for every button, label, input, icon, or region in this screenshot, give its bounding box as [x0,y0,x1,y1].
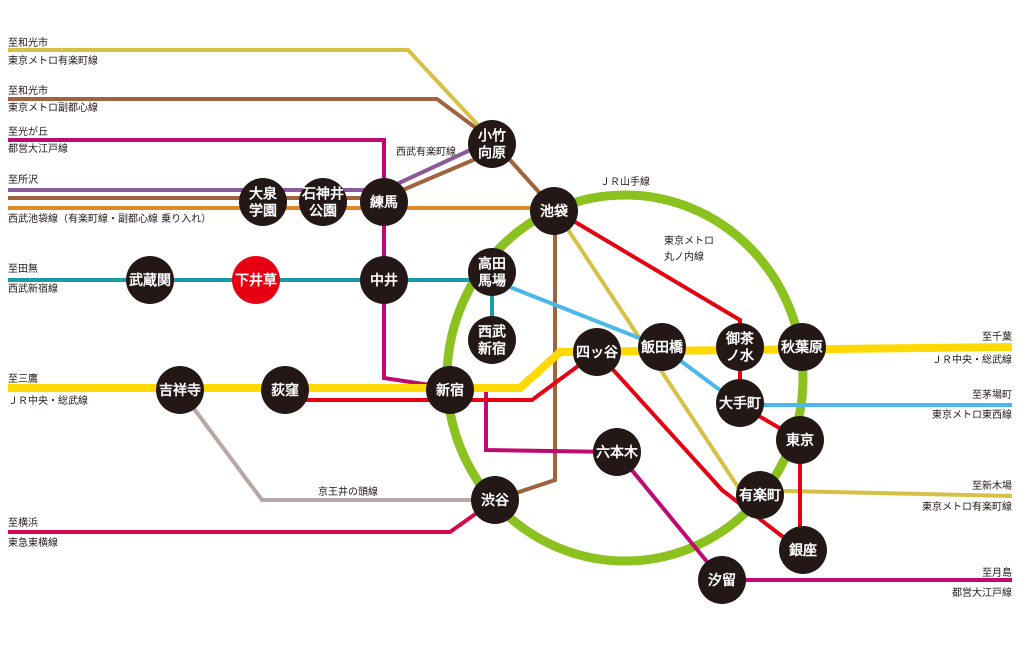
station-tokyo-label: 東京 [786,432,814,449]
station-ikebukuro-label: 池袋 [540,203,569,220]
station-shinjuku-marker[interactable] [426,366,474,414]
label-wakoshi2-to: 至和光市 [8,84,48,97]
label-tsukishima-to: 至月島 [982,566,1012,579]
station-shakujii-label: 石神井公園 [301,186,344,220]
station-ogikubo-label: 荻窪 [271,382,299,399]
station-shimoigusa-marker[interactable] [232,256,280,304]
station-kichijoji-label: 吉祥寺 [159,382,201,399]
station-shinjuku-label: 新宿 [436,382,464,399]
label-wakoshi2-line: 東京メトロ副都心線 [8,101,98,114]
station-ginza-marker[interactable] [779,526,827,574]
station-nerima-label: 練馬 [370,194,398,211]
station-otemachi-marker[interactable] [716,379,764,427]
station-yotsuya-marker[interactable] [573,328,621,376]
label-mitaka-to: 至三鷹 [8,372,38,385]
label-oedo-line-e: 都営大江戸線 [952,586,1012,599]
label-marunouchi-1: 東京メトロ [664,234,714,247]
label-wakoshi1-to: 至和光市 [8,36,48,49]
station-ochanomizu-label: 御茶ノ水 [725,331,755,365]
station-kichijoji-marker[interactable] [156,366,204,414]
station-iidabashi-marker[interactable] [638,323,686,371]
label-marunouchi-2: 丸ノ内線 [664,250,704,263]
station-kotake-label: 小竹向原 [478,128,506,162]
station-ginza-label: 銀座 [789,542,817,559]
station-yotsuya-label: 四ッ谷 [576,345,619,361]
station-akihabara-marker[interactable] [778,323,826,371]
station-musashiseki-marker[interactable] [126,256,174,304]
station-iidabashi-label: 飯田橋 [640,339,684,356]
label-yurakucho-line-e: 東京メトロ有楽町線 [922,500,1012,513]
station-nerima-marker[interactable] [360,178,408,226]
station-nakai-marker[interactable] [360,256,408,304]
station-nakai-label: 中井 [370,272,398,289]
station-shiodome-label: 汐留 [708,572,736,589]
station-ikebukuro-marker[interactable] [530,187,578,235]
label-shinkiba-to: 至新木場 [972,479,1012,492]
station-shiodome-marker[interactable] [698,556,746,604]
station-oizumi-label: 大泉学園 [249,186,278,220]
station-shakujii-marker[interactable] [299,178,347,226]
station-shibuya-label: 渋谷 [481,492,510,509]
station-ogikubo-marker[interactable] [261,366,309,414]
station-roppongi-label: 六本木 [596,444,639,461]
station-musashiseki-label: 武蔵関 [129,272,171,289]
line-tozai [491,278,1012,407]
line-fukutoshin [8,97,557,502]
station-roppongi-marker[interactable] [593,428,641,476]
label-seibu-shinjuku-line: 西武新宿線 [8,282,58,295]
station-yurakucho-marker[interactable] [736,471,784,519]
label-seibu-yurakucho-line: 西武有楽町線 [396,145,456,158]
station-yurakucho-label: 有楽町 [739,487,781,504]
label-wakoshi1-line: 東京メトロ有楽町線 [8,54,98,67]
station-takadanobaba-label: 高田馬場 [478,256,506,290]
station-ochanomizu-marker[interactable] [716,323,764,371]
label-yamanote-line: ＪＲ山手線 [600,175,650,188]
station-tokyo-marker[interactable] [776,416,824,464]
label-tozai-line: 東京メトロ東西線 [932,408,1012,421]
label-hikarigaoka-to: 至光が丘 [8,125,48,138]
label-hikarigaoka-line: 都営大江戸線 [8,142,68,155]
station-seibushinjuku-label: 西武新宿 [478,324,506,358]
label-tanashi-to: 至田無 [8,262,38,275]
label-yokohama-to: 至横浜 [8,516,38,529]
station-otemachi-label: 大手町 [719,395,761,412]
station-akihabara-label: 秋葉原 [781,339,823,356]
label-chiba-to: 至千葉 [982,330,1012,343]
line-toyoko [8,498,497,534]
station-kotake-marker[interactable] [468,120,516,168]
station-takadanobaba-marker[interactable] [468,248,516,296]
station-seibushinjuku-marker[interactable] [468,316,516,364]
label-toyoko-line: 東急東横線 [8,536,58,549]
label-chuo-sobu-w: ＪＲ中央・総武線 [8,394,88,407]
label-inokashira-line: 京王井の頭線 [318,485,378,498]
label-tokorozawa-to: 至所沢 [8,173,38,186]
label-seibu-ikebukuro-line: 西武池袋線（有楽町線・副都心線 乗り入れ） [8,212,211,225]
label-chuo-sobu-e: ＪＲ中央・総武線 [932,353,1012,366]
station-shibuya-marker[interactable] [471,476,519,524]
station-shimoigusa-label: 下井草 [235,272,277,289]
station-oizumi-marker[interactable] [239,178,287,226]
label-kayabacho-to: 至茅場町 [972,388,1012,401]
line-inokashira [178,388,495,502]
